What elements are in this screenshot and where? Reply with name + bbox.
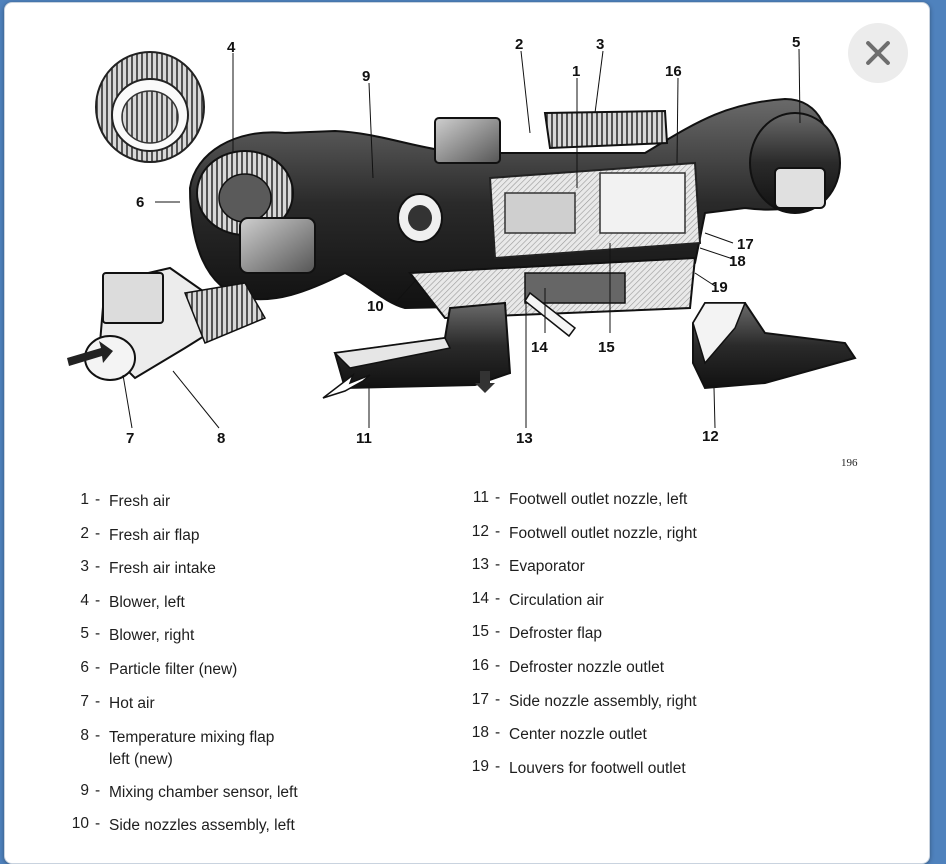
circulation-air-arrow xyxy=(524,291,577,338)
callout-12: 12 xyxy=(702,428,719,445)
callout-7: 7 xyxy=(126,430,134,447)
callout-9: 9 xyxy=(362,68,370,85)
particle-filter xyxy=(95,51,205,163)
callout-19: 19 xyxy=(711,279,728,296)
callout-4: 4 xyxy=(227,39,236,56)
callout-5: 5 xyxy=(792,34,800,51)
hot-air-duct xyxy=(67,266,267,381)
hvac-exploded-diagram: 1 2 3 4 5 6 7 8 9 10 11 12 13 14 15 16 1… xyxy=(67,34,857,447)
callout-10: 10 xyxy=(367,298,384,315)
callout-13: 13 xyxy=(516,430,533,447)
callout-1: 1 xyxy=(572,63,580,80)
callout-14: 14 xyxy=(531,339,548,356)
callout-11: 11 xyxy=(356,430,372,447)
callout-16: 16 xyxy=(665,63,682,80)
leader-lines xyxy=(122,48,801,429)
callout-2: 2 xyxy=(515,36,523,53)
main-housing xyxy=(188,97,841,320)
footwell-nozzle-left xyxy=(322,301,512,399)
callout-numbers: 1 2 3 4 5 6 7 8 9 10 11 12 13 14 15 16 1… xyxy=(126,34,800,447)
callout-17: 17 xyxy=(737,236,754,253)
figure-number: 196 xyxy=(841,457,858,469)
close-button[interactable] xyxy=(848,23,908,83)
callout-3: 3 xyxy=(596,36,604,53)
callout-8: 8 xyxy=(217,430,225,447)
lightbox-panel: 1 2 3 4 5 6 7 8 9 10 11 12 13 14 15 16 1… xyxy=(4,2,930,864)
callout-15: 15 xyxy=(598,339,615,356)
callout-18: 18 xyxy=(729,253,746,270)
footwell-nozzle-right xyxy=(692,302,857,390)
callout-6: 6 xyxy=(136,194,144,211)
